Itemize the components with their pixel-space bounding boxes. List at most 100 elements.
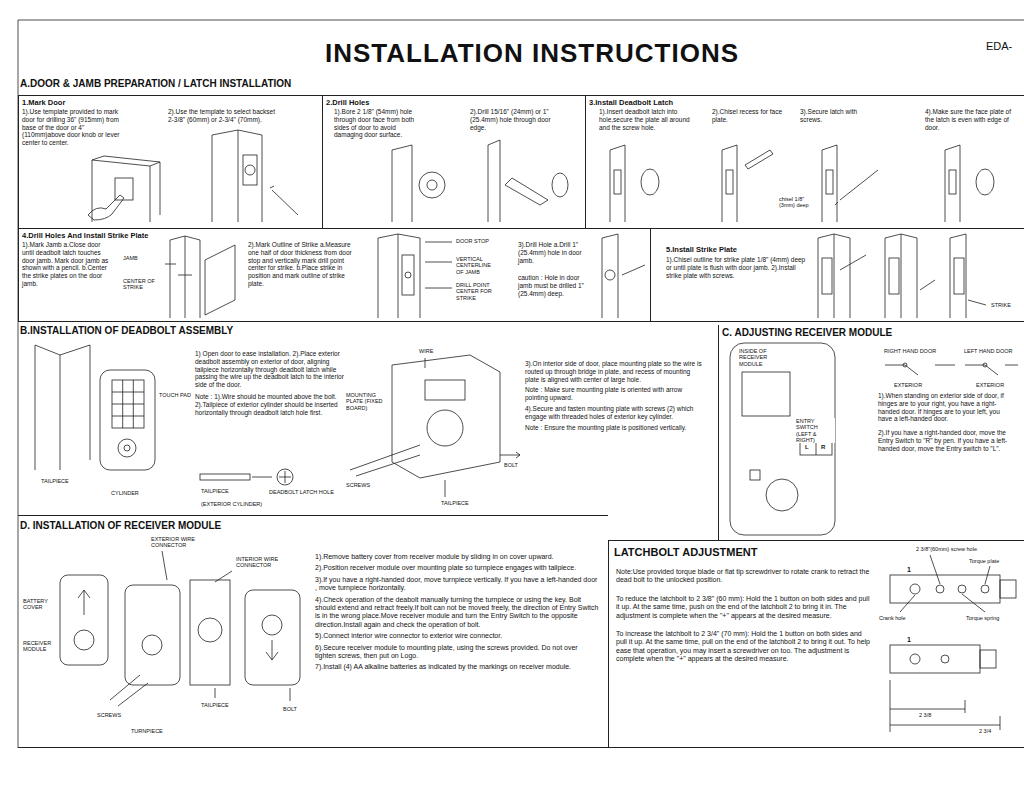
part-label: SCREWS (345, 482, 371, 488)
door-hand-figure (903, 363, 907, 367)
text-group: 2).Drill 15/16" (24mm) or 1" (25.4mm) ho… (470, 108, 565, 131)
text-group: 1).Insert deadbolt latch into hole,secur… (599, 108, 694, 131)
text-group: D. INSTALLATION OF RECEIVER MODULE (20, 520, 221, 532)
part-label: EXTERIOR WIRE CONNECTOR (150, 536, 202, 549)
step-text: 2).Chisel recess for face plate. (712, 108, 787, 124)
mounting-plate-figure (445, 480, 446, 497)
text-group: 4.Drill Holes And Install Strike Plate (22, 231, 148, 240)
part-label: chisel 1/8" (3mm) deep (778, 196, 818, 209)
receiver-inside-figure (766, 479, 798, 511)
part-label: MOUNTING PLATE (FIXED BOARD) (345, 392, 389, 411)
part-label: R (820, 444, 826, 451)
jamb-mark-figure (170, 236, 200, 318)
text-group: 1).Use template provided to mark door fo… (22, 108, 122, 147)
installed-module-figure (245, 590, 300, 701)
edge-drill-figure (552, 173, 568, 197)
text-group: C. ADJUSTING RECEIVER MODULE (722, 327, 892, 339)
document-code: EDA- (985, 40, 1013, 53)
keypad-figure (112, 380, 144, 428)
part-label: 2 3/8"(60mm) screw hole (915, 546, 978, 552)
latchbolt-figure (941, 655, 949, 663)
strike-install-figure (885, 234, 917, 318)
part-label: DEADBOLT LATCH HOLE (268, 489, 335, 495)
door-marking-figure (92, 156, 160, 222)
exploded-module-figure (215, 571, 232, 582)
part-label: (EXTERIOR CYLINDER) (200, 501, 263, 507)
step-text: 1).Insert deadbolt latch into hole,secur… (599, 108, 694, 131)
latchbolt-figure (930, 555, 940, 584)
latchbolt-figure (958, 585, 966, 593)
step-text: 6).Secure receiver module to mounting pl… (315, 644, 600, 661)
text-group: 1).Bore 2 1/8" (54mm) hole through door … (334, 108, 424, 139)
strike-chisel-figure (818, 234, 866, 318)
door-hand-figure (965, 365, 1018, 375)
section-heading: 1.Mark Door (22, 98, 65, 107)
step-text: 1).When standing on exterior side of doo… (878, 392, 1013, 423)
receiver-module-figure (60, 575, 108, 665)
part-label: WIRE (418, 348, 434, 354)
keypad-figure (118, 439, 136, 457)
step-text: Note : Make sure mounting plate is orien… (525, 386, 705, 402)
latchbolt-figure (910, 584, 920, 594)
text-group: 1.Mark Door (22, 98, 65, 107)
section-heading: C. ADJUSTING RECEIVER MODULE (722, 327, 892, 339)
strike-chisel-figure (822, 258, 832, 294)
keypad-figure (100, 370, 155, 470)
flush-figure (949, 170, 956, 194)
part-label: DRILL POINT CENTER FOR STRIKE (455, 282, 495, 301)
step-text: 3).If you have a right-handed door, move… (315, 576, 600, 593)
jamb-mark-figure (165, 236, 235, 318)
part-label: INTERIOR WIRE CONNECTOR (235, 556, 287, 569)
text-group: 3).Drill Hole a.Drill 1"(25.4mm) hole in… (518, 241, 593, 264)
section-heading: 5.Install Strike Plate (666, 245, 737, 254)
jamb-drill-figure (605, 270, 615, 280)
latchbolt-figure (890, 680, 891, 732)
receiver-module-figure (74, 630, 94, 650)
strike-install-figure (885, 234, 935, 318)
strike-outline-figure (378, 234, 420, 318)
part-label: SCREWS (96, 712, 122, 718)
part-label: 2 3/8 (918, 712, 932, 718)
chisel-figure (726, 170, 733, 194)
step-text: 7).Install (4) AA alkaline batteries as … (315, 663, 600, 671)
part-label: 1 (906, 566, 912, 574)
text-group: 1).When standing on exterior side of doo… (878, 392, 1013, 453)
section-panel: LATCHBOLT ADJUSTMENTNote:Use provided to… (608, 540, 1024, 748)
installed-module-figure (245, 590, 300, 685)
installed-module-figure (290, 688, 291, 701)
text-group: 2).Mark Outline of Strike a.Measure one … (248, 241, 358, 288)
part-label: RECEIVER MODULE (22, 640, 58, 653)
part-label: LEFT HAND DOOR (963, 348, 1014, 354)
latch-insert-figure (610, 145, 625, 222)
latchbolt-figure (890, 725, 1000, 726)
part-label: L (804, 444, 810, 451)
exploded-module-figure (110, 675, 140, 700)
flush-figure (945, 145, 994, 222)
exploded-module-figure (198, 618, 222, 642)
part-label: TOUCH PAD (158, 392, 192, 398)
step-text: 3).Secure latch with screws. (800, 108, 860, 124)
jamb-mark-figure (205, 245, 235, 315)
strike-plate-figure (954, 258, 964, 294)
part-label: BOLT (282, 706, 298, 712)
template-figure (212, 130, 298, 222)
keypad-figure (112, 380, 144, 428)
part-label: CYLINDER (110, 490, 140, 496)
part-label: STRIKE (990, 302, 1012, 308)
receiver-module-figure (60, 575, 108, 665)
door-figure (35, 345, 90, 470)
flush-figure (976, 169, 994, 195)
part-label: Crank hole (878, 615, 907, 621)
tailpiece-figure (279, 471, 291, 483)
latch-insert-figure (641, 169, 659, 195)
jamb-drill-figure (602, 234, 618, 318)
jamb-mark-figure (178, 275, 192, 276)
part-label: INSIDE OF RECEIVER MODULE (738, 348, 792, 367)
part-label: TAILPIECE (200, 702, 230, 708)
latchbolt-figure (890, 575, 1000, 603)
text-group: 1).Mark Jamb a.Close door until deadbolt… (22, 241, 114, 288)
part-label: 2 3/4 (978, 728, 992, 734)
receiver-module-figure (78, 590, 90, 615)
tailpiece-figure (252, 477, 272, 478)
tailpiece-figure (200, 469, 293, 485)
